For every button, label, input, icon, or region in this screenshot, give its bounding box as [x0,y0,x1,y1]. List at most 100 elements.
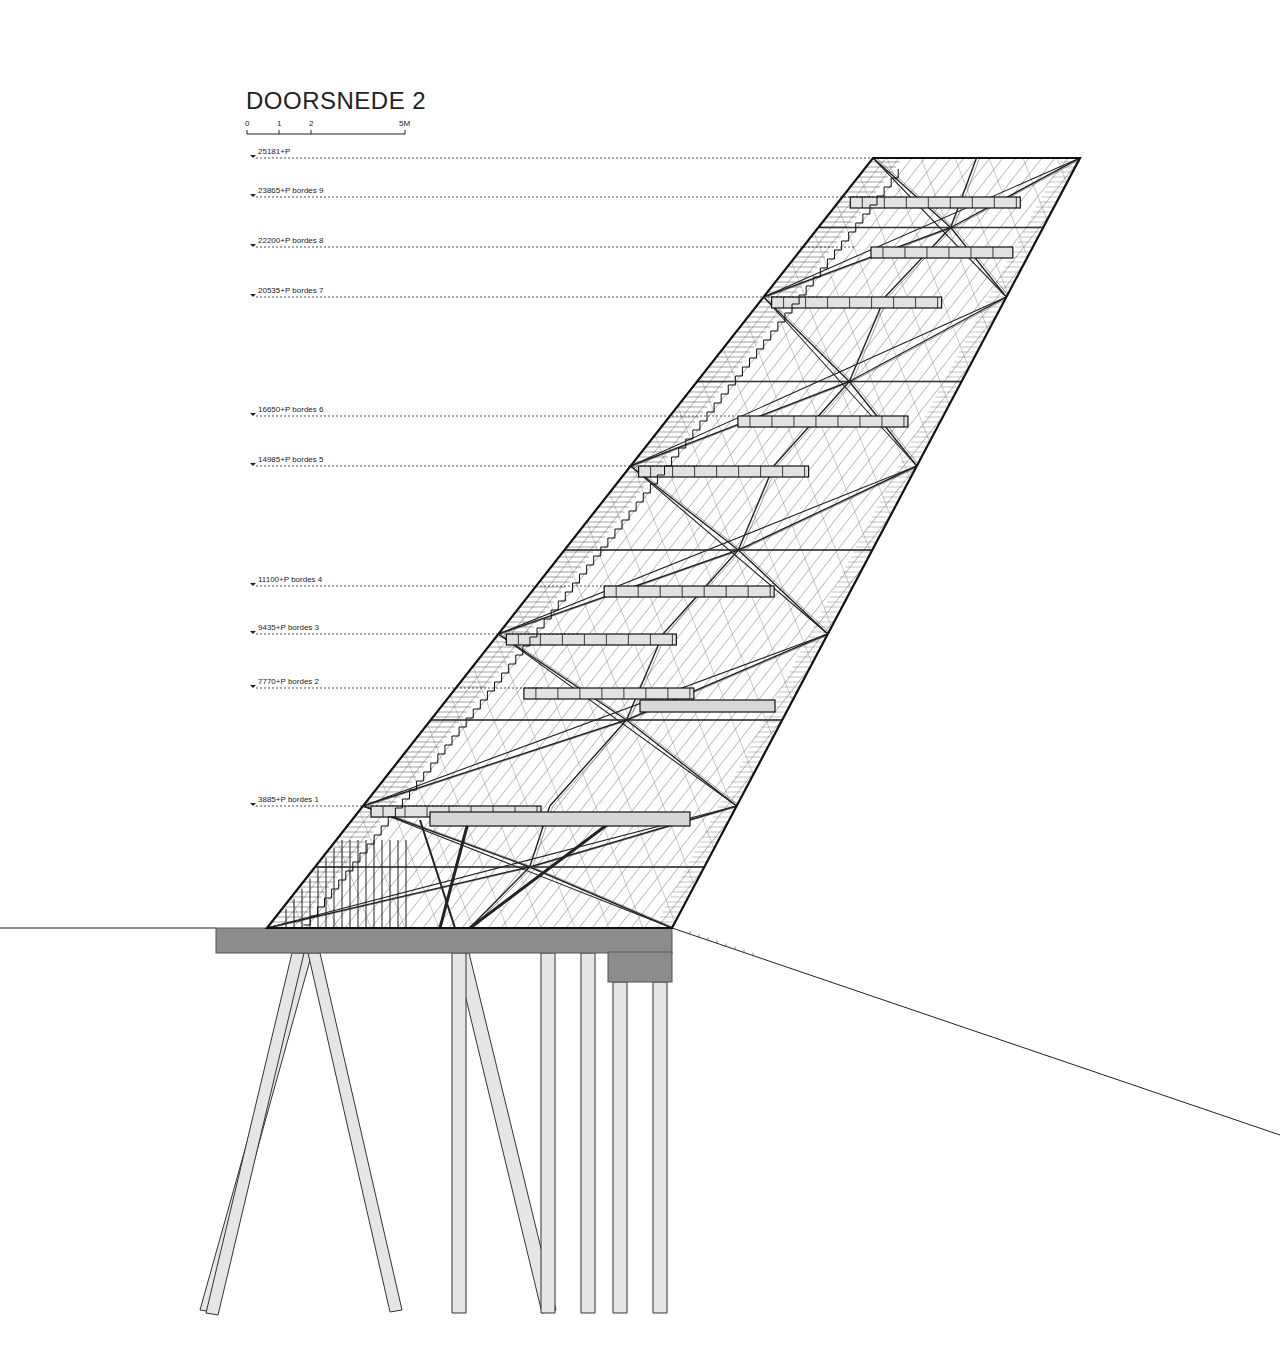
structural-member [524,602,554,603]
level-line [256,247,855,248]
structural-member [967,337,985,338]
landing-platform [506,634,676,645]
structural-member [631,158,1237,928]
structural-member [884,197,885,208]
structural-member [1023,158,1280,928]
structural-member [821,227,953,228]
structural-member [745,757,763,758]
level-label: 14985+P bordes 5 [258,456,323,464]
structural-member [1007,262,1025,263]
structural-member [774,702,792,703]
structural-member [567,550,741,551]
structural-member [791,262,821,263]
structural-member [852,297,888,382]
structural-member [800,158,1280,928]
structural-member [1041,197,1059,198]
structural-member [276,917,306,918]
structural-member [1073,158,1280,928]
level-label: 11100+P bordes 4 [258,576,322,584]
structural-member [831,212,861,213]
structural-member [366,720,629,806]
structural-member [959,352,977,353]
structural-member [1033,212,1051,213]
level-label: 7770+P bordes 2 [258,678,319,686]
structural-member [955,158,1255,928]
structural-member [429,722,459,723]
structural-member [563,552,593,553]
structural-member [681,402,711,403]
structural-member [700,842,718,843]
foundation-pile [653,982,667,1313]
foundation-pile [206,953,304,1315]
level-marker [250,244,256,247]
structural-member [795,257,825,258]
structural-member [535,587,565,588]
structural-member [650,466,651,477]
level-marker [250,631,256,634]
structural-member [667,688,668,699]
slope-tick [753,953,754,956]
structural-member [484,652,514,653]
structural-member [562,634,563,645]
structural-member [713,817,731,818]
structural-member [928,197,929,208]
structural-member [843,572,861,573]
structural-member [649,442,679,443]
foundation-pile [581,953,595,1313]
structural-member [921,158,1221,928]
structural-member [413,742,443,743]
structural-member [749,416,750,427]
structural-member [821,612,839,613]
structural-member [628,634,629,645]
structural-member [819,158,1119,928]
structural-member [954,228,1010,298]
structural-member [768,292,798,293]
structural-member [717,158,1017,928]
structural-member [673,892,691,893]
scale-number: 0 [245,120,249,128]
structural-member [852,381,964,382]
structural-member [683,158,983,928]
structural-member [840,577,858,578]
level-marker [250,583,256,586]
structural-member [709,158,1280,928]
structural-member [839,158,1280,928]
structural-member [873,158,951,228]
structural-member [672,634,673,645]
structural-member [685,397,715,398]
structural-member [816,622,834,623]
structural-member [343,832,373,833]
foundation-slab [216,928,672,953]
structural-member [270,867,533,928]
structural-member [1047,158,1280,928]
structural-member [397,158,1003,928]
structural-member [665,422,695,423]
structural-member [970,332,988,333]
structural-member [853,158,1153,928]
structural-member [972,327,990,328]
structural-member [650,634,651,645]
structural-member [678,882,696,883]
structural-member [862,197,863,208]
structural-member [751,158,1051,928]
structural-member [858,177,888,178]
landing-platform [640,700,775,712]
structural-member [873,158,1006,297]
structural-member [626,634,827,720]
structural-member [331,847,361,848]
structural-member [618,158,1224,928]
structural-member [865,158,1280,928]
structural-member [975,322,993,323]
structural-member [476,662,506,663]
structural-member [805,297,806,308]
structural-member [930,407,948,408]
structural-member [345,158,951,928]
structural-member [551,567,581,568]
structural-member [105,158,405,928]
landing-platform [524,688,694,699]
structural-member [409,747,439,748]
slope-line [672,928,1280,1135]
structural-member [914,437,932,438]
structural-member [390,772,420,773]
structural-member [739,767,757,768]
